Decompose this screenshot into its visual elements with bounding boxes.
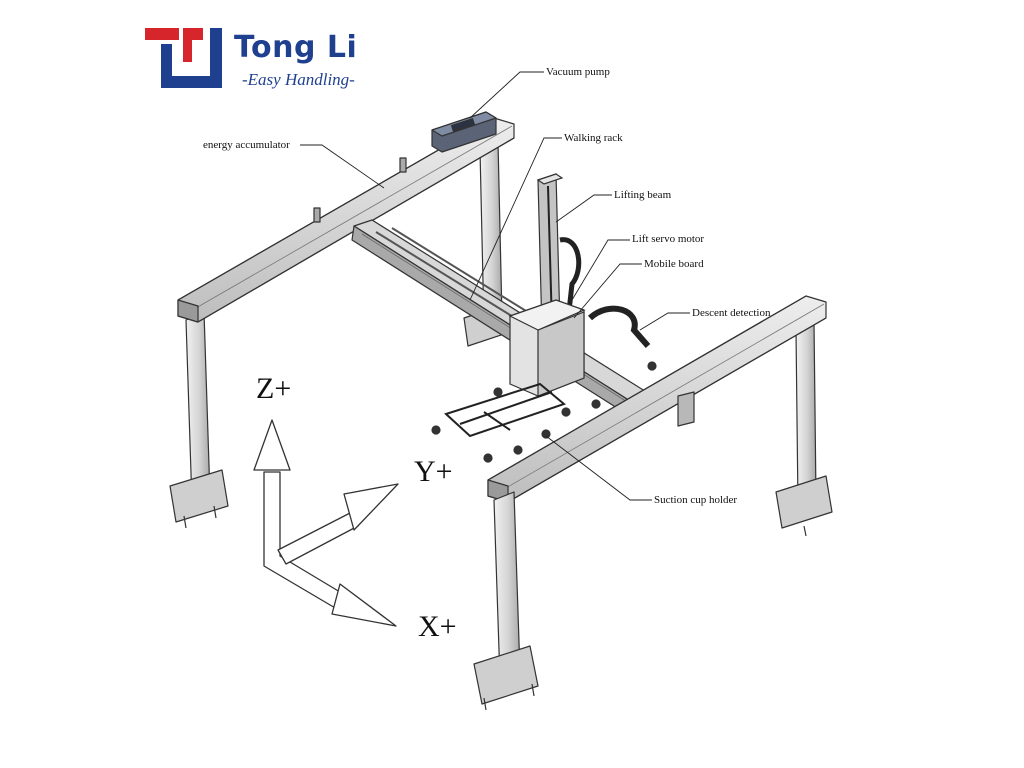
callout-mobile-board: Mobile board bbox=[644, 258, 704, 270]
gantry-frame bbox=[169, 111, 833, 711]
callout-leaders bbox=[300, 71, 690, 501]
callout-lift-servo-motor: Lift servo motor bbox=[632, 233, 705, 245]
front-right-post bbox=[775, 321, 833, 537]
brand-name: Tong Li bbox=[234, 30, 358, 65]
callout-lifting-beam: Lifting beam bbox=[614, 189, 672, 201]
callout-vacuum-pump: Vacuum pump bbox=[546, 66, 610, 78]
axis-arrows bbox=[253, 419, 399, 627]
front-center-post bbox=[473, 491, 539, 711]
callout-walking-rack: Walking rack bbox=[564, 132, 623, 144]
vacuum-pump bbox=[431, 111, 497, 153]
callout-suction-cup-holder: Suction cup holder bbox=[654, 494, 738, 506]
lifting-assembly bbox=[431, 173, 657, 463]
back-left-post bbox=[169, 311, 229, 529]
tong-li-logo-icon bbox=[145, 28, 222, 88]
walking-beam bbox=[351, 219, 657, 421]
axis-label-x: X+ bbox=[418, 610, 457, 643]
suction-cup-holder bbox=[431, 361, 657, 463]
axis-label-z: Z+ bbox=[256, 372, 292, 405]
callout-energy-accumulator: energy accumulator bbox=[203, 139, 290, 151]
callout-descent-detection: Descent detection bbox=[692, 307, 771, 319]
axis-label-y: Y+ bbox=[414, 455, 453, 488]
brand-tagline: -Easy Handling- bbox=[242, 70, 355, 89]
